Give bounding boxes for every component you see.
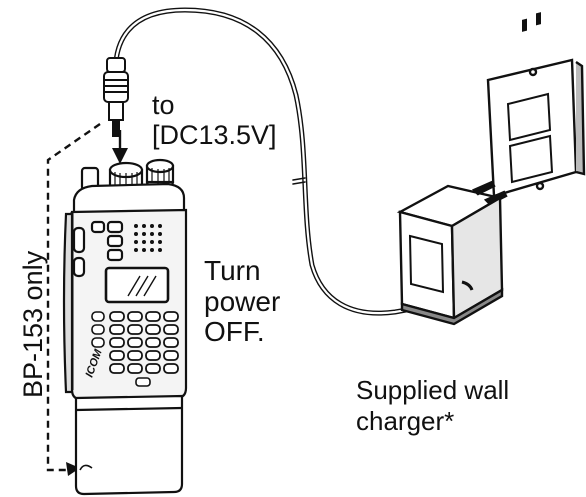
- wall-charger: [396, 180, 508, 326]
- dc-plug: [103, 57, 129, 137]
- bracket-arrowhead: [66, 462, 80, 476]
- charger-label: Supplied wall charger*: [356, 375, 509, 437]
- power-off-label: Turn power OFF.: [204, 255, 281, 348]
- power-line-1: Turn: [204, 255, 261, 286]
- dc-jack-text: [DC13.5V]: [152, 120, 277, 151]
- charger-line-2: charger*: [356, 406, 455, 437]
- battery-bracket: [46, 123, 101, 472]
- dc-jack-label: to [DC13.5V]: [152, 90, 277, 150]
- transceiver: [62, 158, 188, 496]
- wall-outlet: [486, 12, 586, 198]
- insert-arrow: [112, 130, 128, 164]
- charger-cable: [112, 7, 473, 316]
- power-line-2: power: [204, 285, 281, 317]
- charger-line-1: Supplied wall: [356, 375, 510, 405]
- dc-to-text: to: [152, 90, 175, 120]
- keypad: [109, 311, 179, 374]
- power-line-3: OFF.: [204, 316, 265, 348]
- speaker-grille: [134, 224, 162, 252]
- battery-note-label: BP-153 only: [18, 250, 48, 398]
